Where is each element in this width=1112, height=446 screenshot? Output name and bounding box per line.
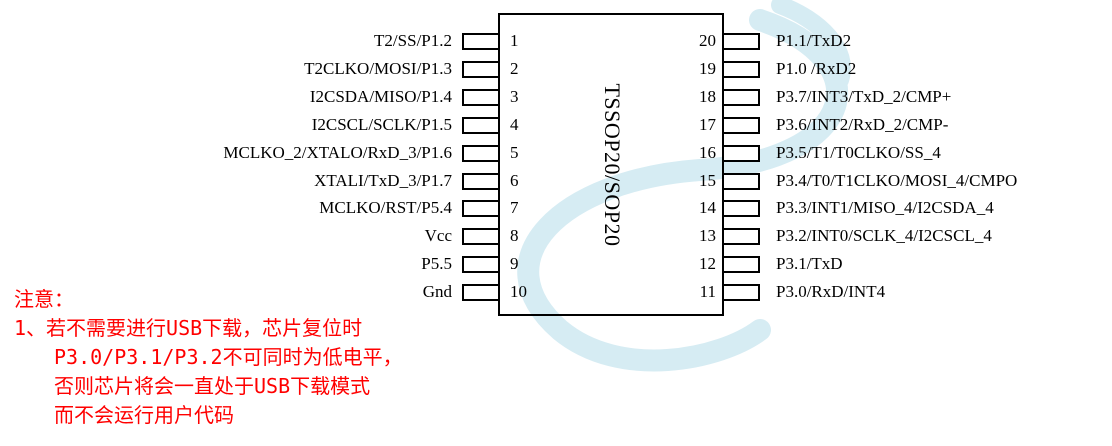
pin-label-right: P1.0 /RxD2 (776, 58, 857, 78)
pin-lead-left (462, 33, 498, 50)
pin-label-right: P3.0/RxD/INT4 (776, 282, 886, 302)
pin-number-left: 6 (510, 170, 519, 190)
pin-label-left: I2CSCL/SCLK/P1.5 (311, 114, 452, 134)
note-line: 1、若不需要进行USB下载，芯片复位时 (14, 316, 363, 340)
pin-label-right: P3.6/INT2/RxD_2/CMP- (776, 114, 949, 134)
pin-number-right: 14 (699, 198, 716, 218)
pin-label-left: P5.5 (421, 254, 452, 274)
pin-label-right: P3.7/INT3/TxD_2/CMP+ (776, 86, 952, 106)
note-line: 而不会运行用户代码 (54, 403, 234, 427)
pin-lead-right (724, 284, 760, 302)
chip-body (498, 13, 724, 316)
pin-number-right: 15 (699, 170, 716, 190)
pin-label-right: P3.5/T1/T0CLKO/SS_4 (776, 142, 941, 162)
note-line: 否则芯片将会一直处于USB下载模式 (54, 374, 371, 398)
pin-label-left: MCLKO_2/XTALO/RxD_3/P1.6 (223, 142, 452, 162)
pin-lead-right (724, 172, 760, 190)
package-name: TSSOP20/SOP20 (600, 83, 625, 247)
pin-number-left: 2 (510, 58, 519, 78)
pin-label-left: Vcc (424, 226, 452, 246)
pin-number-right: 16 (699, 142, 716, 162)
pin-label-left: XTALI/TxD_3/P1.7 (314, 170, 452, 190)
pin-number-right: 19 (699, 58, 716, 78)
pin-label-left: Gnd (422, 282, 452, 302)
pin-number-right: 17 (699, 114, 716, 134)
pin-label-right: P3.3/INT1/MISO_4/I2CSDA_4 (776, 198, 994, 218)
pin-number-left: 7 (510, 198, 519, 218)
pin-lead-right (724, 200, 760, 218)
pin-lead-right (724, 60, 760, 78)
note-title: 注意： (14, 287, 74, 311)
pin-label-right: P1.1/TxD2 (776, 31, 852, 50)
pin-lead-left (462, 144, 498, 162)
pin-number-left: 9 (510, 254, 519, 274)
pin-number-left: 5 (510, 142, 519, 162)
pin-lead-right (724, 144, 760, 162)
pin-label-right: P3.4/T0/T1CLKO/MOSI_4/CMPO (776, 170, 1018, 190)
pin-lead-left (462, 116, 498, 134)
pin-label-left: I2CSDA/MISO/P1.4 (309, 86, 452, 106)
pin-lead-left (462, 88, 498, 106)
note: 注意： 1、若不需要进行USB下载，芯片复位时 P3.0/P3.1/P3.2不可… (14, 285, 403, 430)
pin-number-right: 13 (699, 226, 716, 246)
pin-number-left: 1 (510, 31, 519, 50)
pin-number-right: 20 (699, 31, 716, 50)
pin-label-right: P3.1/TxD (776, 254, 843, 274)
pin-label-left: MCLKO/RST/P5.4 (319, 198, 452, 218)
pin-lead-left (462, 172, 498, 190)
pin-number-right: 18 (699, 86, 716, 106)
pin-lead-right (724, 228, 760, 246)
pin-number-right: 12 (699, 254, 716, 274)
pin-label-right: P3.2/INT0/SCLK_4/I2CSCL_4 (776, 226, 992, 246)
pin-lead-right (724, 33, 760, 50)
pin-label-left: T2/SS/P1.2 (374, 31, 452, 50)
pin-number-left: 4 (510, 114, 519, 134)
note-line: P3.0/P3.1/P3.2不可同时为低电平， (54, 345, 403, 369)
pin-number-right: 11 (699, 282, 716, 302)
pin-lead-right (724, 88, 760, 106)
pin-lead-left (462, 228, 498, 246)
pin-number-left: 8 (510, 226, 519, 246)
pin-lead-right (724, 256, 760, 274)
pin-number-left: 10 (510, 282, 527, 302)
pin-lead-left (462, 284, 498, 302)
pin-number-left: 3 (510, 86, 519, 106)
pin-lead-left (462, 200, 498, 218)
pin-lead-left (462, 60, 498, 78)
pin-lead-right (724, 116, 760, 134)
pin-lead-left (462, 256, 498, 274)
pin-label-left: T2CLKO/MOSI/P1.3 (304, 58, 452, 78)
